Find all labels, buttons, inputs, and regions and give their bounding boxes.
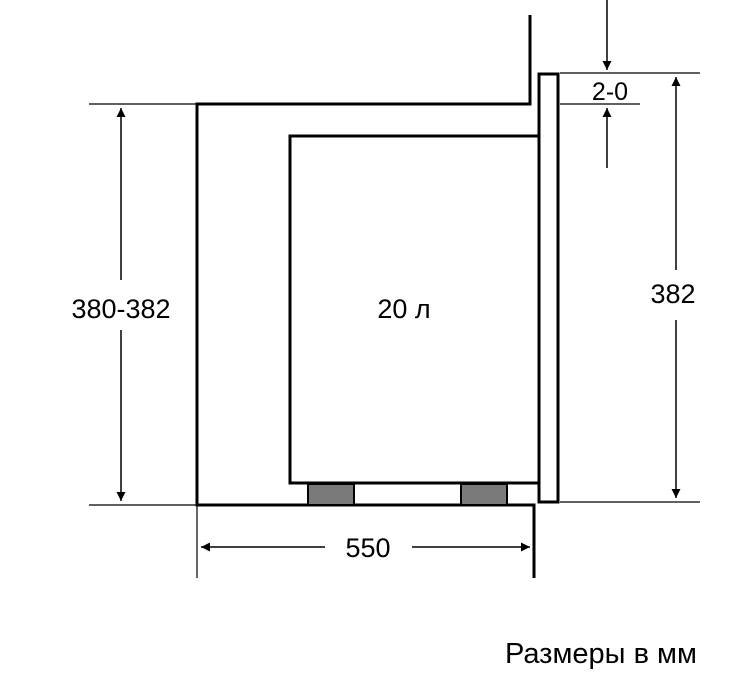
cabinet-outline: [195, 15, 536, 578]
units-note: Размеры в мм: [505, 638, 697, 670]
height-label: 382: [650, 279, 695, 309]
appliance-foot-left: [307, 483, 355, 506]
depth-label: 550: [345, 533, 390, 563]
height-range-label: 380-382: [71, 294, 170, 324]
appliance-door: [537, 72, 560, 504]
appliance-body: [288, 134, 538, 485]
appliance-foot-right: [460, 483, 508, 506]
gap-label: 2-0: [592, 78, 628, 106]
volume-label: 20 л: [377, 294, 430, 324]
